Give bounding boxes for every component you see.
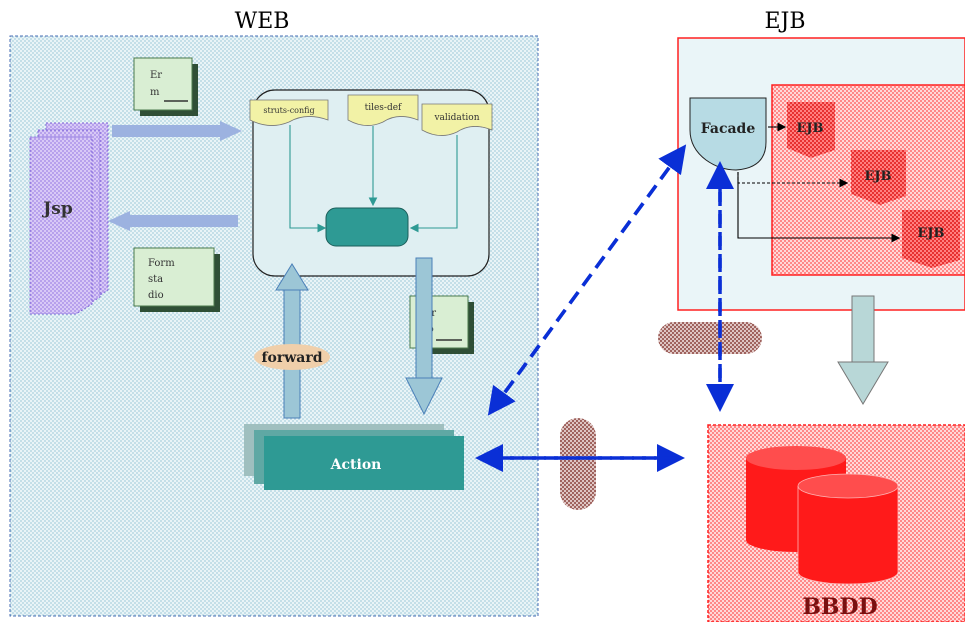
action-box: Action (244, 424, 464, 490)
validation-doc: validation (421, 103, 493, 136)
ejb-component-3: EJB (902, 210, 960, 268)
controller-box (252, 89, 490, 277)
svg-text:struts-config: struts-config (263, 106, 314, 115)
svg-text:EJB: EJB (917, 226, 944, 241)
svg-text:m: m (150, 87, 160, 98)
database-cylinders (746, 446, 899, 585)
svg-text:tiles-def: tiles-def (365, 103, 402, 113)
ejb-component-2: EJB (851, 150, 906, 205)
config-connectors (289, 125, 458, 233)
ejb-component-1: EJB (787, 102, 835, 158)
web-title: WEB (235, 9, 290, 34)
jsp-to-controller-arrow (112, 121, 242, 141)
svg-text:dio: dio (148, 290, 164, 301)
facade-label: Facade (701, 121, 756, 137)
connector-badge-ejb (658, 322, 762, 354)
svg-text:Er: Er (150, 70, 162, 81)
ejb-title: EJB (764, 9, 805, 34)
action-facade-link (487, 144, 687, 416)
controller-to-jsp-arrow (108, 211, 238, 231)
tiles-def-doc: tiles-def (347, 94, 419, 126)
ejb-to-db-arrow (837, 295, 889, 405)
connector-badge-action (560, 418, 596, 510)
forward-label-badge: forward (254, 344, 330, 370)
svg-text:sta: sta (148, 274, 163, 285)
svg-text:EJB: EJB (864, 169, 891, 184)
jsp-pages: Jsp (29, 122, 109, 315)
svg-text:validation: validation (433, 113, 479, 123)
controller-to-action-arrow (405, 257, 443, 416)
action-label: Action (330, 457, 382, 473)
form-doc-bottom: Form sta dio (133, 247, 220, 312)
forward-label: forward (261, 350, 322, 366)
form-doc-top: Er m (133, 57, 198, 116)
action-servlet (325, 207, 409, 247)
facade-to-ejb-arrows (737, 122, 901, 243)
svg-text:Form: Form (148, 258, 175, 269)
jsp-label: Jsp (41, 199, 73, 219)
svg-text:EJB: EJB (796, 121, 823, 136)
database-label: BBDD (802, 594, 877, 620)
struts-config-doc: struts-config (249, 99, 329, 126)
